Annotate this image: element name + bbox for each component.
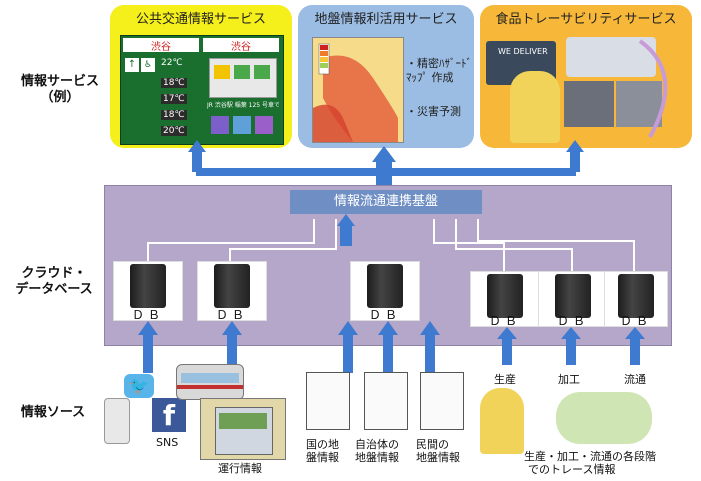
arrow-to-food <box>570 150 580 172</box>
db-unit-2: ＤＢ <box>197 261 267 322</box>
transit-screen: 渋谷 渋谷 22℃ 18℃ 17℃ 18℃ 20℃ JR 渋谷駅 稲葉 125 … <box>120 35 284 145</box>
factory-photo-2 <box>616 81 662 127</box>
service-transit-title: 公共交通情報サービス <box>135 12 266 27</box>
sns-label: SNS <box>156 436 179 449</box>
geo-bullet-disaster: ・災害予測 <box>406 105 461 118</box>
vegetables-illustration <box>556 392 652 444</box>
train-info-label: 運行情報 <box>218 462 262 475</box>
transit-ticker: JR 渋谷駅 稲葉 125 号車で混合十 <box>207 102 279 109</box>
services-label-line1: 情報サービス <box>20 74 99 89</box>
app-icon-1 <box>211 116 229 134</box>
server-icon <box>130 264 166 308</box>
service-transit-panel: 公共交通情報サービス 渋谷 渋谷 22℃ 18℃ 17℃ 18℃ 20℃ JR … <box>110 5 292 148</box>
db-center-arrowhead <box>337 214 355 226</box>
arrowhead-to-food <box>566 140 584 152</box>
arrow-up-icon: ↑ <box>125 58 139 72</box>
transit-station-box-2: 渋谷 <box>203 38 279 53</box>
arrow-to-transit <box>192 150 202 172</box>
transit-temp-2: 18℃ <box>161 78 187 88</box>
geo-bullet-hazard: ・精密ﾊｻﾞｰﾄﾞ ﾏｯﾌﾟ 作成 <box>406 57 472 84</box>
transit-temp-5: 20℃ <box>161 126 187 136</box>
train-illustration <box>200 398 286 460</box>
service-geo-panel: 地盤情報利活用サービス ・精密ﾊｻﾞｰﾄﾞ ﾏｯﾌﾟ 作成 ・災害予測 <box>298 5 474 148</box>
db-unit-1: ＤＢ <box>113 261 183 322</box>
geo2-line1: 自治体の <box>355 438 399 451</box>
geo1-line2: 盤情報 <box>306 451 339 464</box>
bus-stripe <box>177 385 243 389</box>
server-icon <box>487 274 523 318</box>
db-unit-3: ＤＢ <box>350 261 420 322</box>
transit-weather-panel <box>209 58 277 98</box>
geo3-line2: 地盤情報 <box>416 451 460 464</box>
platform-connectors <box>147 219 635 285</box>
factory-photo-1 <box>564 81 614 127</box>
geo3-line1: 民間の <box>416 438 449 451</box>
geo-source-local: 自治体の 地盤情報 <box>355 438 399 464</box>
farmer-source-illustration <box>480 388 524 454</box>
server-icon <box>367 264 403 308</box>
cloud-label-line2: データベース <box>15 282 93 297</box>
trace-line2: でのトレース情報 <box>528 463 616 476</box>
geo-source-national: 国の地 盤情報 <box>306 438 339 464</box>
train-window <box>219 413 267 429</box>
sources-row-label: 情報ソース <box>20 405 86 420</box>
farmer-illustration <box>510 71 560 143</box>
truck-label: WE DELIVER <box>498 47 548 56</box>
service-food-panel: 食品トレーサビリティサービス WE DELIVER <box>480 5 692 148</box>
arrowhead-to-transit <box>188 140 206 152</box>
db-center-arrow <box>340 226 352 246</box>
source-arrows <box>138 321 645 373</box>
geo1-line1: 国の地 <box>306 438 339 451</box>
db-label-4: ＤＢ <box>488 314 521 328</box>
cloud-row-label: クラウド・ データベース <box>6 266 102 298</box>
db-label-3: ＤＢ <box>368 308 401 322</box>
production-label: 生産 <box>494 373 516 386</box>
hazard-map-image <box>312 37 404 143</box>
bus-windows <box>181 373 239 383</box>
arrowhead-to-geo <box>372 146 396 162</box>
transit-temp-4: 18℃ <box>161 110 187 120</box>
service-food-title: 食品トレーサビリティサービス <box>495 12 677 27</box>
cycle-arrow-icon <box>638 39 668 138</box>
warning-icon <box>214 65 230 79</box>
db-label-2: ＤＢ <box>215 308 248 322</box>
transit-temp-1: 22℃ <box>161 58 183 68</box>
geo-document-1 <box>306 372 350 430</box>
geo-source-private: 民間の 地盤情報 <box>416 438 460 464</box>
processing-label: 加工 <box>558 373 580 386</box>
trace-line1: 生産・加工・流通の各段階 <box>524 450 656 463</box>
bus-illustration <box>176 364 244 400</box>
db-unit-5: ＤＢ <box>538 271 608 328</box>
facebook-icon: f <box>152 398 186 432</box>
db-label-1: ＤＢ <box>131 308 164 322</box>
arrow-branch-bar <box>196 168 576 176</box>
db-label-5: ＤＢ <box>556 314 589 328</box>
service-geo-title: 地盤情報利活用サービス <box>314 12 458 27</box>
services-row-label: 情報サービス （例） <box>10 74 110 106</box>
twitter-icon: 🐦 <box>124 374 154 398</box>
services-label-line2: （例） <box>40 90 80 105</box>
db-label-6: ＤＢ <box>619 314 652 328</box>
geo-document-2 <box>364 372 408 430</box>
transit-temp-3: 17℃ <box>161 94 187 104</box>
db-unit-6: ＤＢ <box>604 271 668 328</box>
bus-icon <box>234 65 250 79</box>
distribution-label: 流通 <box>624 373 646 386</box>
geo2-line2: 地盤情報 <box>355 451 399 464</box>
info-hub: 情報流通連携基盤 <box>290 190 482 214</box>
wheelchair-icon: ♿ <box>141 58 155 72</box>
app-icon-2 <box>233 116 251 134</box>
server-icon <box>214 264 250 308</box>
server-icon <box>618 274 654 318</box>
app-icon-3 <box>255 116 273 134</box>
smartphone-icon <box>104 398 130 444</box>
server-icon <box>555 274 591 318</box>
transit-station-box-1: 渋谷 <box>123 38 199 53</box>
geo-document-3 <box>420 372 464 430</box>
train-icon <box>254 65 270 79</box>
trace-info-label: 生産・加工・流通の各段階 でのトレース情報 <box>524 450 694 476</box>
cloud-label-line1: クラウド・ <box>21 266 87 281</box>
